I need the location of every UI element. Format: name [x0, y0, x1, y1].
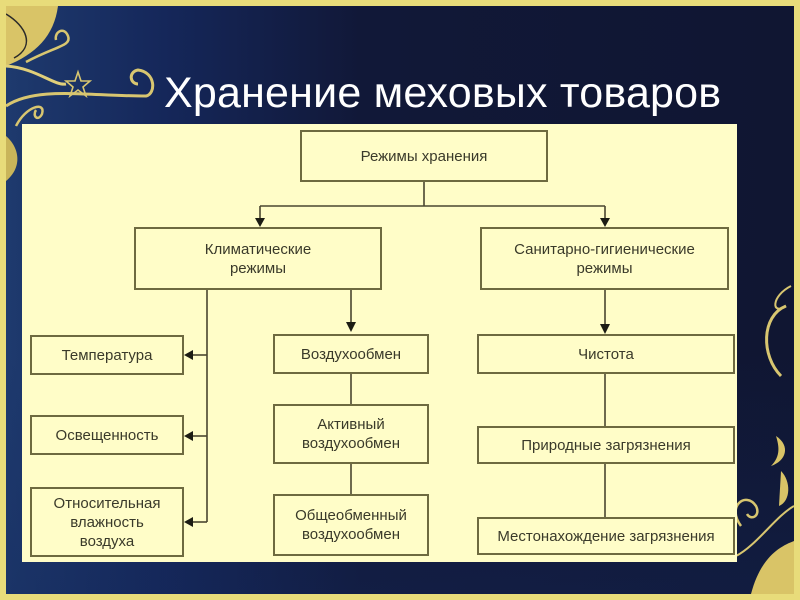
slide-title: Хранение меховых товаров [164, 69, 722, 117]
arrow-to-climatic-icon [255, 218, 265, 227]
node-relative-humidity: Относительная влажность воздуха [30, 487, 184, 557]
node-climatic-modes: Климатические режимы [134, 227, 382, 290]
slide: Хранение меховых товаров [6, 6, 794, 594]
arrow-to-temperature-icon [184, 350, 193, 360]
node-natural-pollution: Природные загрязнения [477, 426, 735, 464]
node-general-air-exchange: Общеобменный воздухообмен [273, 494, 429, 556]
node-cleanliness: Чистота [477, 334, 735, 374]
node-lighting: Освещенность [30, 415, 184, 455]
node-storage-modes: Режимы хранения [300, 130, 548, 182]
node-pollution-location: Местонахождение загрязнения [477, 517, 735, 555]
node-air-exchange: Воздухообмен [273, 334, 429, 374]
arrow-to-cleanliness-icon [600, 324, 610, 334]
arrow-to-sanitary-icon [600, 218, 610, 227]
node-temperature: Температура [30, 335, 184, 375]
arrow-to-air-exchange-icon [346, 322, 356, 332]
arrow-to-humidity-icon [184, 517, 193, 527]
arrow-to-lighting-icon [184, 431, 193, 441]
diagram-panel: Режимы хранения Климатические режимы Сан… [22, 124, 737, 562]
node-active-air-exchange: Активный воздухообмен [273, 404, 429, 464]
corner-ornament-bottom-right [731, 256, 794, 594]
node-sanitary-modes: Санитарно-гигиенические режимы [480, 227, 729, 290]
diagram-connectors [184, 182, 610, 527]
